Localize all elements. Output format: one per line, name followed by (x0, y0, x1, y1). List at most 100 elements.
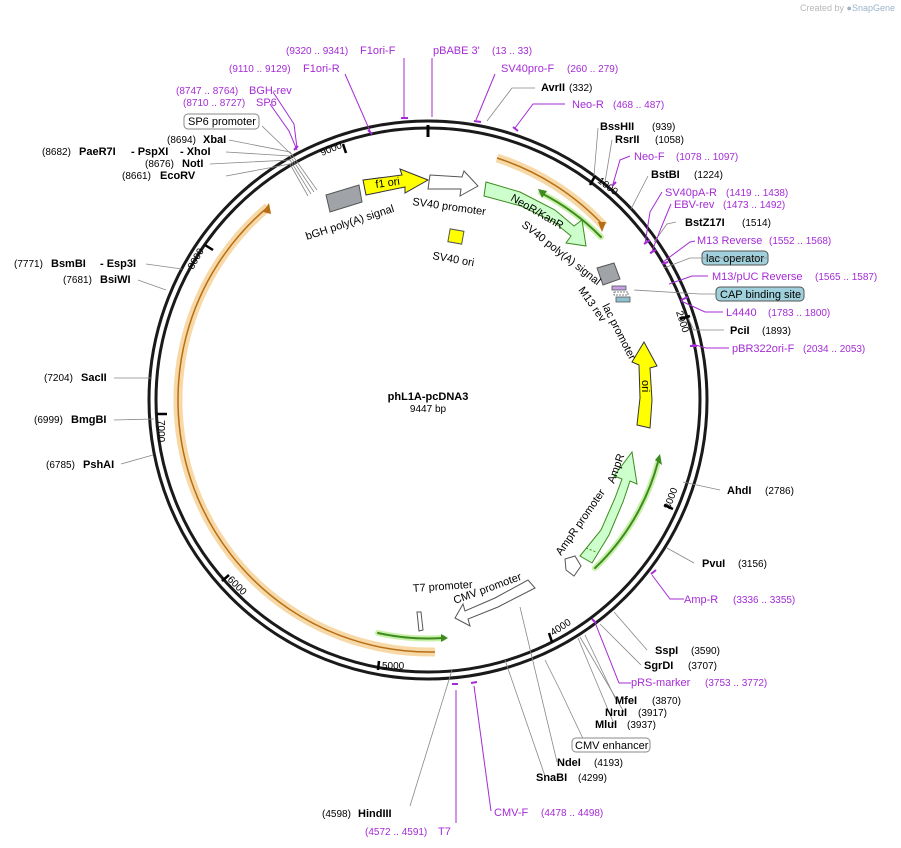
enzyme-labels-left: (8694) XbaI (8682) PaeR7I - PspXI - XhoI… (14, 134, 226, 471)
enzyme-labels-right: AvrII (332) BssHII (939) RsrII (1058) Bs… (322, 82, 794, 820)
primer-position: (3336 .. 3355) (733, 595, 795, 606)
enzyme-name[interactable]: MfeI (615, 695, 637, 707)
enzyme-name[interactable]: RsrII (615, 134, 639, 146)
primer-name[interactable]: pBABE 3' (433, 45, 480, 57)
enzyme-name[interactable]: BsiWI (100, 274, 131, 286)
primer-name[interactable]: EBV-rev (674, 199, 715, 211)
enzyme-position: (4598) (322, 809, 351, 820)
primer-name[interactable]: Neo-F (634, 151, 665, 163)
primer-name[interactable]: pBR322ori-F (732, 343, 795, 355)
enzyme-position: (2786) (765, 486, 794, 497)
primer-name[interactable]: F1ori-F (360, 45, 396, 57)
snapgene-credit[interactable]: Created by ●SnapGene (800, 3, 895, 13)
green-orf-arrows (375, 189, 662, 642)
plasmid-name: phL1A-pcDNA3 (388, 391, 469, 403)
primer-marks (293, 117, 697, 685)
enzyme-name[interactable]: SnaBI (536, 772, 567, 784)
enzyme-name[interactable]: PvuI (702, 558, 725, 570)
enzyme-name[interactable]: XbaI (203, 134, 226, 146)
feature-label-bgh: bGH poly(A) signal (304, 203, 396, 243)
enzyme-name-extra[interactable]: - Esp3I (100, 258, 136, 270)
enzyme-position: (332) (569, 83, 592, 94)
enzyme-name[interactable]: NdeI (557, 757, 581, 769)
plasmid-length: 9447 bp (410, 404, 447, 415)
enzyme-name-extra[interactable]: - PspXI (131, 146, 168, 158)
enzyme-name[interactable]: MluI (595, 719, 617, 731)
enzyme-position: (939) (652, 122, 675, 133)
enzyme-name[interactable]: PaeR7I (79, 146, 116, 158)
enzyme-name[interactable]: BstZ17I (685, 217, 725, 229)
primer-position: (468 .. 487) (613, 100, 664, 111)
enzyme-position: (7771) (14, 259, 43, 270)
enzyme-name[interactable]: BsmBI (51, 258, 86, 270)
orf-highlights (173, 153, 608, 657)
tick-marks (157, 143, 691, 671)
enzyme-name[interactable]: PciI (730, 325, 750, 337)
enzyme-name[interactable]: SacII (81, 372, 107, 384)
tick-label: 5000 (382, 661, 405, 672)
enzyme-name[interactable]: SspI (655, 645, 678, 657)
primer-position: (9110 .. 9129) (229, 64, 291, 75)
primer-position: (8710 .. 8727) (183, 98, 245, 109)
enzyme-name[interactable]: PshAI (83, 459, 114, 471)
enzyme-name[interactable]: HindIII (358, 808, 392, 820)
enzyme-position: (1224) (694, 170, 723, 181)
primer-position: (260 .. 279) (567, 64, 618, 75)
primer-name[interactable]: M13 Reverse (697, 235, 762, 247)
tick-label: 4000 (549, 617, 574, 639)
enzyme-position: (1514) (742, 218, 771, 229)
primer-name[interactable]: F1ori-R (303, 63, 340, 75)
enzyme-name[interactable]: BmgBI (71, 414, 106, 426)
primer-name[interactable]: Neo-R (572, 99, 604, 111)
primer-name[interactable]: pRS-marker (631, 677, 691, 689)
enzyme-position: (4193) (594, 758, 623, 769)
enzyme-position: (3917) (638, 708, 667, 719)
feature-bgh-polya (325, 184, 363, 213)
primer-name[interactable]: CMV-F (494, 807, 529, 819)
primer-position: (1419 .. 1438) (726, 188, 788, 199)
enzyme-name[interactable]: BssHII (600, 121, 634, 133)
credit-brand: SnapGene (851, 3, 895, 13)
primer-name[interactable]: Amp-R (684, 594, 718, 606)
enzyme-name[interactable]: NotI (182, 158, 203, 170)
enzyme-name[interactable]: AvrII (541, 82, 565, 94)
enzyme-name[interactable]: NruI (605, 707, 627, 719)
sp6-promoter-label: SP6 promoter (188, 116, 256, 128)
primer-name[interactable]: SV40pA-R (665, 187, 717, 199)
enzyme-position: (3870) (652, 696, 681, 707)
enzyme-name-extra[interactable]: - XhoI (180, 146, 211, 158)
primer-name[interactable]: SP6 (256, 97, 277, 109)
primer-name[interactable]: BGH-rev (249, 85, 292, 97)
primer-position: (1565 .. 1587) (815, 272, 877, 283)
primer-name[interactable]: SV40pro-F (501, 63, 554, 75)
enzyme-name[interactable]: AhdI (727, 485, 751, 497)
enzyme-position: (8682) (42, 147, 71, 158)
enzyme-position: (3590) (691, 646, 720, 657)
feature-lac-operator-marks (611, 285, 631, 303)
enzyme-position: (4299) (578, 773, 607, 784)
primer-labels: (9320 .. 9341) F1ori-F pBABE 3' (13 .. 3… (176, 45, 877, 838)
enzyme-position: (3937) (627, 720, 656, 731)
enzyme-name[interactable]: SgrDI (644, 660, 673, 672)
enzyme-position: (3156) (738, 559, 767, 570)
boxed-labels: SP6 promoter lac operator CAP binding si… (183, 113, 805, 753)
enzyme-name[interactable]: BstBI (651, 169, 680, 181)
feature-ampr (579, 450, 638, 564)
backbone-outer-ring (147, 119, 709, 681)
primer-name[interactable]: T7 (438, 826, 451, 838)
primer-name[interactable]: L4440 (726, 307, 757, 319)
enzyme-position: (8676) (145, 159, 174, 170)
feature-sv40-ori (447, 228, 465, 245)
sp6-promoter-box[interactable] (183, 113, 260, 130)
cmv-enhancer-box[interactable] (571, 737, 651, 753)
enzyme-name[interactable]: EcoRV (160, 170, 196, 182)
primer-position: (2034 .. 2053) (803, 344, 865, 355)
enzyme-position: (1058) (655, 135, 684, 146)
enzyme-position: (3707) (688, 661, 717, 672)
tick-label: 7000 (155, 420, 166, 443)
primer-name[interactable]: M13/pUC Reverse (712, 271, 802, 283)
enzyme-position: (8661) (122, 171, 151, 182)
feature-ori: ori (631, 340, 658, 429)
feature-cmv-promoter (454, 579, 536, 627)
